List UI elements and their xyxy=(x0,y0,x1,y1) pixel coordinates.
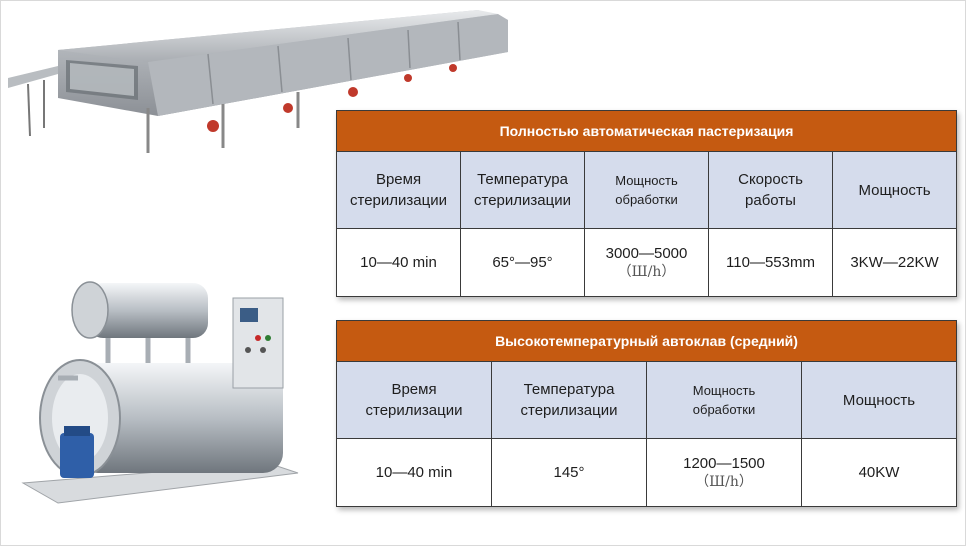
autoclave-spec-table: Высокотемпературный автоклав (средний) В… xyxy=(335,320,958,507)
autoclave-machine-image xyxy=(21,281,299,504)
pasteurization-spec-table: Полностью автоматическая пастеризация Вр… xyxy=(335,110,958,297)
value-cell-processing-capacity: 1200—1500（Ш/h） xyxy=(646,438,802,507)
header-cell-power: Мощность xyxy=(831,151,958,229)
value-cell-sterilization-temperature: 145° xyxy=(491,438,647,507)
value-cell-sterilization-time: 10—40 min xyxy=(336,438,492,507)
value-cell-power: 40KW xyxy=(800,438,958,507)
value-cell-working-speed: 110—553mm xyxy=(708,228,833,297)
pasteurizer-machine-image xyxy=(8,10,508,153)
header-cell-power: Мощность xyxy=(800,361,958,439)
table-title: Высокотемпературный автоклав (средний) xyxy=(335,320,958,362)
table-title: Полностью автоматическая пастеризация xyxy=(335,110,958,152)
value-cell-power: 3KW—22KW xyxy=(831,228,958,297)
value-cell-processing-capacity: 3000—5000（Ш/h） xyxy=(584,228,709,297)
value-cell-sterilization-temperature: 65°—95° xyxy=(460,228,585,297)
value-cell-sterilization-time: 10—40 min xyxy=(336,228,461,297)
